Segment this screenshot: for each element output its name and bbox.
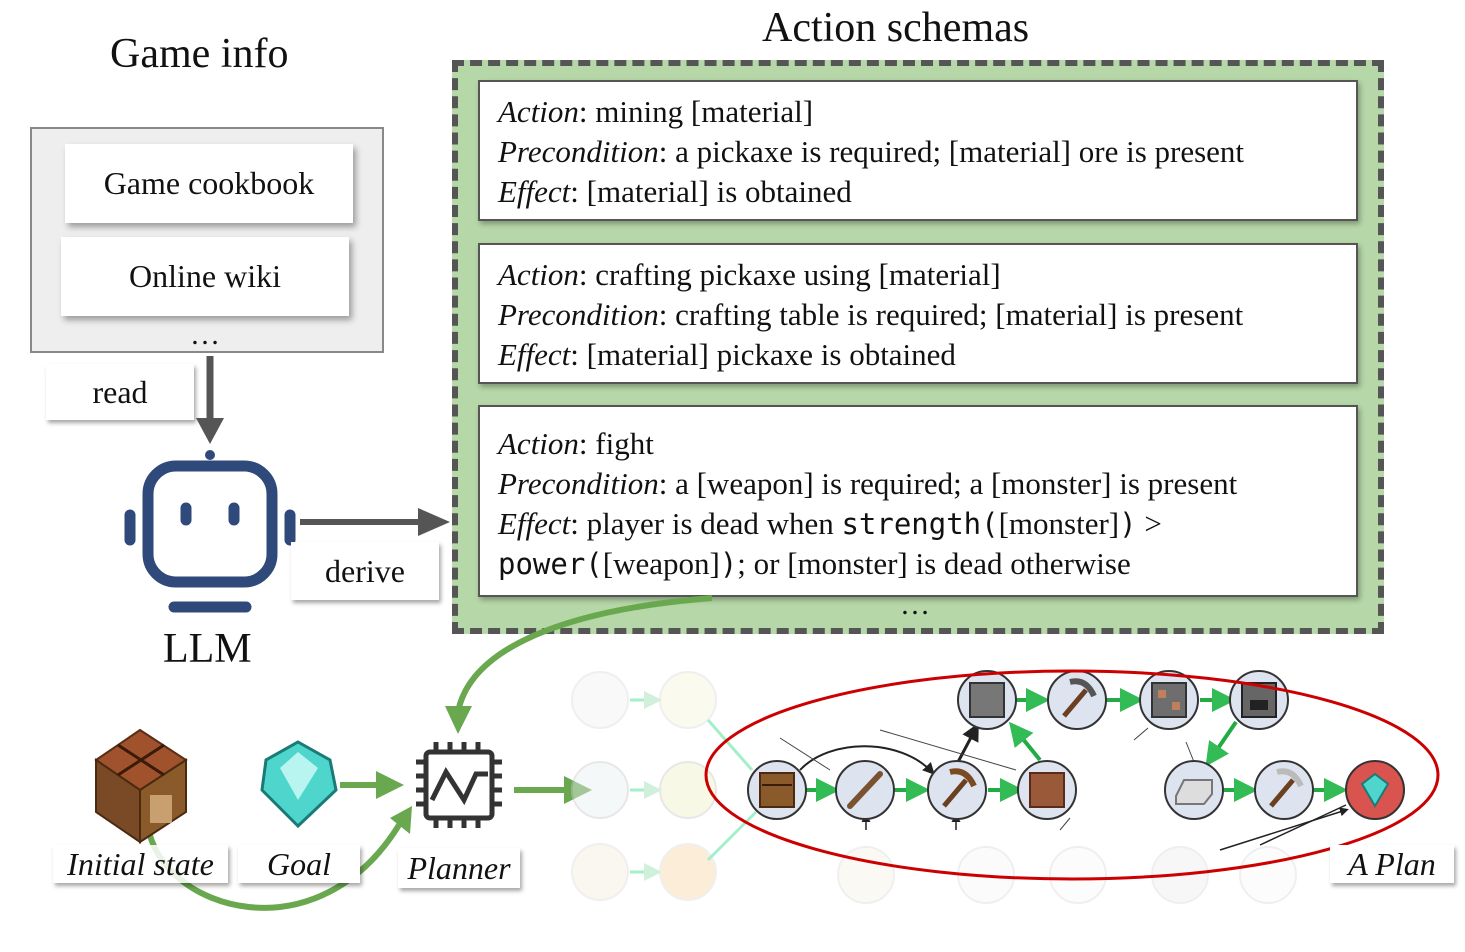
online-wiki-label: Online wiki — [129, 258, 281, 294]
node-crafting-table — [747, 760, 807, 820]
node-iron-ingot — [1164, 760, 1224, 820]
field-precondition: Precondition — [498, 134, 659, 169]
action-schemas-title: Action schemas — [762, 5, 1030, 51]
schema-card-crafting: Action: crafting pickaxe using [material… — [478, 243, 1358, 384]
field-precondition: Precondition — [498, 466, 659, 501]
schema-effect: [material] pickaxe is obtained — [586, 337, 956, 372]
field-effect: Effect — [498, 174, 571, 209]
arrowhead-plan — [564, 776, 592, 804]
code-close-paren: ) — [1119, 507, 1137, 541]
read-label: read — [46, 364, 194, 420]
game-info-title: Game info — [110, 31, 289, 77]
schema-effect-post: ; or [monster] is dead otherwise — [737, 546, 1131, 581]
schema-effect-monster: [monster] — [998, 506, 1120, 541]
plan-edges — [779, 688, 1349, 851]
planner-label: Planner — [398, 848, 520, 888]
arrowhead-goal — [376, 771, 404, 799]
plan-ellipse — [704, 669, 1440, 881]
schema-effect-gt: > — [1136, 506, 1162, 541]
game-cookbook-box: Game cookbook — [65, 144, 353, 223]
field-action: Action — [498, 94, 579, 129]
node-wooden-pickaxe — [927, 760, 987, 820]
node-iron-pickaxe — [1254, 760, 1314, 820]
schema-card-mining: Action: mining [material] Precondition: … — [478, 80, 1358, 221]
faint-graph — [571, 671, 1297, 904]
game-info-ellipsis: … — [190, 318, 220, 351]
node-furnace — [1229, 670, 1289, 730]
planner-chip-icon — [416, 742, 502, 828]
field-effect: Effect — [498, 337, 571, 372]
plan-label: A Plan — [1330, 845, 1454, 883]
code-close-paren-2: ) — [719, 547, 738, 581]
schema-action: mining [material] — [595, 94, 814, 129]
schemas-ellipsis: … — [900, 588, 930, 621]
arrowhead-planner-top — [445, 706, 472, 734]
arrowhead-initial — [390, 806, 412, 834]
crafting-table-icon — [94, 728, 188, 844]
derive-label: derive — [291, 542, 439, 600]
schema-effect: [material] is obtained — [586, 174, 852, 209]
node-diamond — [1345, 760, 1405, 820]
field-action: Action — [498, 257, 579, 292]
node-stick — [835, 760, 895, 820]
llm-label: LLM — [163, 626, 252, 672]
goal-label: Goal — [238, 845, 360, 883]
robot-icon — [124, 450, 296, 613]
code-power: power( — [498, 547, 603, 581]
field-precondition: Precondition — [498, 297, 659, 332]
node-stone-pickaxe — [1047, 670, 1107, 730]
code-strength: strength( — [841, 507, 999, 541]
schema-precondition: a pickaxe is required; [material] ore is… — [675, 134, 1245, 169]
field-action: Action — [498, 426, 579, 461]
node-cobblestone — [957, 670, 1017, 730]
game-cookbook-label: Game cookbook — [103, 165, 315, 201]
online-wiki-box: Online wiki — [61, 237, 349, 316]
schema-action: crafting pickaxe using [material] — [595, 257, 1001, 292]
initial-state-label: Initial state — [53, 845, 228, 883]
schema-card-fight: Action: fight Precondition: a [weapon] i… — [478, 405, 1358, 597]
schema-precondition: crafting table is required; [material] i… — [675, 297, 1244, 332]
plan-nodes — [747, 670, 1405, 820]
read-arrow — [196, 356, 224, 444]
schema-precondition: a [weapon] is required; a [monster] is p… — [675, 466, 1238, 501]
schema-effect-weapon: [weapon] — [602, 546, 720, 581]
diamond-icon — [260, 740, 338, 829]
node-dirt — [1017, 760, 1077, 820]
field-effect: Effect — [498, 506, 571, 541]
derive-arrow — [300, 508, 450, 536]
schema-action: fight — [595, 426, 654, 461]
node-iron-ore — [1139, 670, 1199, 730]
schema-effect-pre: player is dead when — [586, 506, 842, 541]
